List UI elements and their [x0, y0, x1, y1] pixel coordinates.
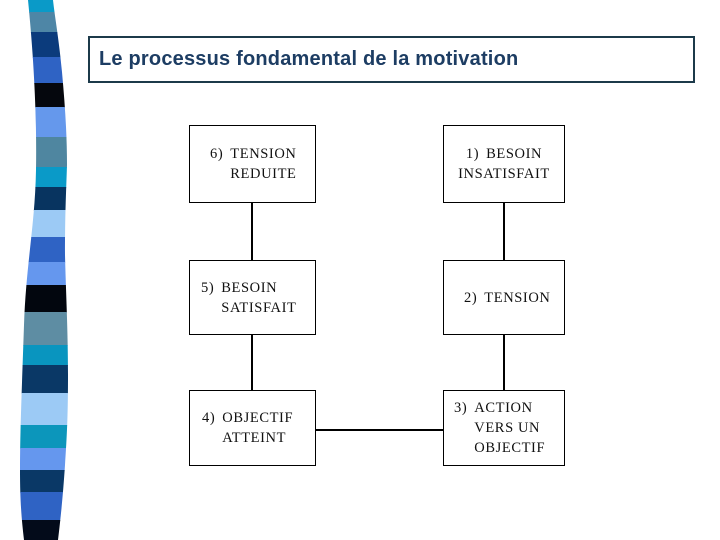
- step-number: 5): [201, 279, 215, 296]
- step-number: 2): [464, 289, 478, 306]
- step-label-line: SATISFAIT: [221, 299, 297, 316]
- step-label-line: BESOIN: [221, 279, 278, 296]
- step-label-line: TENSION: [230, 146, 297, 162]
- step-number: 1): [465, 146, 480, 162]
- connector-line-5-to-4: [251, 335, 253, 390]
- step-label-line: ATTEINT: [222, 430, 287, 446]
- flow-box-2-tension: 2) TENSION: [443, 260, 565, 335]
- flow-box-1-besoin-insatisfait: 1) BESOIN INSATISFAIT: [443, 125, 565, 203]
- connector-line-6-to-5: [251, 203, 253, 260]
- ribbon-color-bands: [20, 0, 68, 540]
- slide-title: Le processus fondamental de la motivatio…: [99, 48, 519, 70]
- slide-title-box: Le processus fondamental de la motivatio…: [88, 36, 695, 83]
- flow-box-3-action-vers-objectif: 3) ACTION VERS UN OBJECTIF: [443, 390, 565, 466]
- step-label-line: BESOIN: [486, 146, 543, 162]
- step-label-line: VERS UN: [474, 420, 541, 436]
- step-number: 4): [202, 410, 216, 426]
- step-label-line: OBJECTIF: [474, 440, 546, 456]
- step-label-line: TENSION: [484, 289, 551, 306]
- step-label-line: ACTION: [474, 400, 533, 416]
- connector-line-4-to-3: [316, 429, 444, 431]
- flow-box-6-tension-reduite: 6) TENSION REDUITE: [189, 125, 316, 203]
- step-label-line: INSATISFAIT: [458, 166, 550, 182]
- step-number: 6): [210, 146, 224, 162]
- step-label-line: REDUITE: [230, 166, 297, 182]
- flow-box-4-objectif-atteint: 4) OBJECTIF ATTEINT: [189, 390, 316, 466]
- flow-box-5-besoin-satisfait: 5) BESOIN SATISFAIT: [189, 260, 316, 335]
- step-number: 3): [454, 400, 468, 416]
- step-label-line: OBJECTIF: [222, 410, 294, 426]
- decorative-ribbon: [20, 0, 68, 540]
- connector-line-1-to-2: [503, 203, 505, 260]
- connector-line-2-to-3: [503, 335, 505, 390]
